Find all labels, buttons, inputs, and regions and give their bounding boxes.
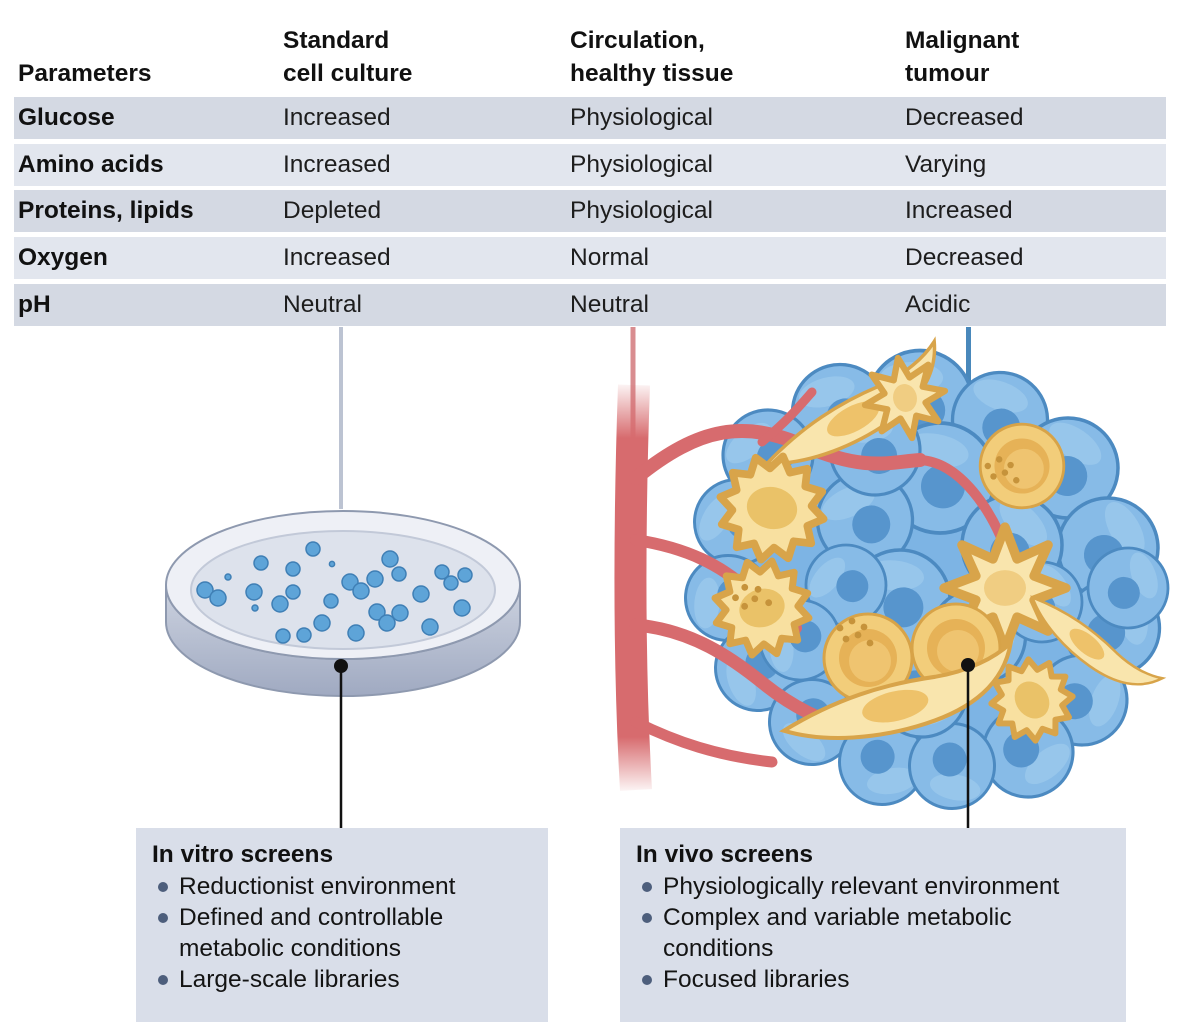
bullet-item: Defined and controllable metabolic condi… xyxy=(152,902,538,964)
in-vivo-title: In vivo screens xyxy=(636,841,814,868)
parameters-table: Parameters Standard cell culture Circula… xyxy=(14,0,1166,330)
in-vivo-pointer xyxy=(961,658,975,828)
table-row-glucose: Glucose Increased Physiological Decrease… xyxy=(14,97,1166,139)
in-vitro-panel: In vitro screens Reductionist environmen… xyxy=(136,828,548,1022)
table-row-proteins-lipids: Proteins, lipids Depleted Physiological … xyxy=(14,190,1166,233)
table-header-row: Parameters Standard cell culture Circula… xyxy=(14,20,1166,92)
bullet-item: Physiologically relevant environment xyxy=(636,871,1116,902)
bullet-item: Complex and variable metabolic condition… xyxy=(636,902,1116,964)
in-vitro-title: In vitro screens xyxy=(152,841,334,868)
table-body: Glucose Increased Physiological Decrease… xyxy=(14,97,1166,326)
in-vitro-bullet-list: Reductionist environment Defined and con… xyxy=(152,871,538,995)
table-row-ph: pH Neutral Neutral Acidic xyxy=(14,283,1166,326)
illustration-artwork xyxy=(165,327,1180,828)
table-row-amino-acids: Amino acids Increased Physiological Vary… xyxy=(14,143,1166,186)
column-header-parameters: Parameters xyxy=(18,60,152,87)
cell-colonies xyxy=(196,541,473,644)
in-vivo-panel: In vivo screens Physiologically relevant… xyxy=(620,828,1126,1022)
tumour-illustration xyxy=(629,339,1180,817)
table-to-dish-connector xyxy=(339,327,343,509)
table-row-oxygen: Oxygen Increased Normal Decreased xyxy=(14,237,1166,280)
petri-dish-illustration xyxy=(165,510,521,697)
bullet-item: Large-scale libraries xyxy=(152,964,538,995)
in-vivo-bullet-list: Physiologically relevant environment Com… xyxy=(636,871,1116,995)
column-header-circulation-healthy-tissue: Circulation, healthy tissue xyxy=(570,27,734,87)
column-header-standard-cell-culture: Standard cell culture xyxy=(283,27,413,87)
blood-vessel-trunk xyxy=(614,384,652,791)
bullet-item: Focused libraries xyxy=(636,964,1116,995)
in-vitro-pointer xyxy=(334,659,348,828)
bullet-item: Reductionist environment xyxy=(152,871,538,902)
column-header-malignant-tumour: Malignant tumour xyxy=(905,27,1020,87)
